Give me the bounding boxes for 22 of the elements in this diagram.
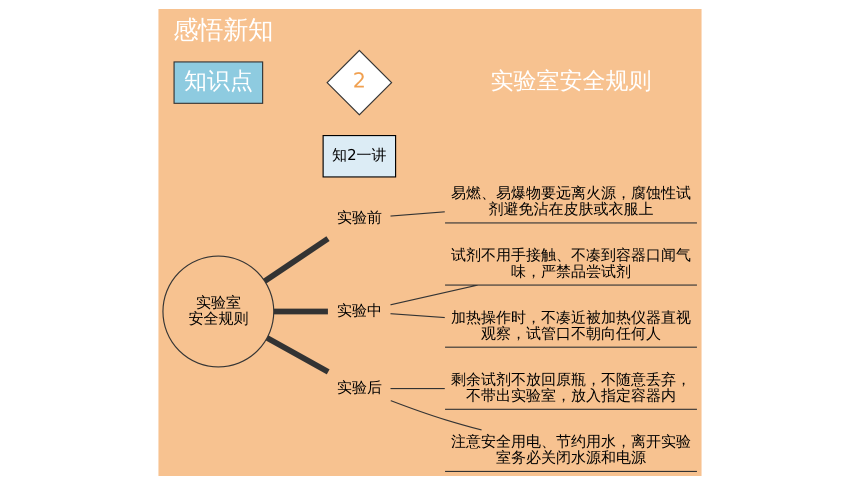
connector: [274, 308, 328, 314]
connector: [390, 400, 482, 430]
diagram-title: 感悟新知: [172, 14, 273, 44]
node-text: 加热操作时，不凑近被加热仪器直视观察，试管口不朝向任何人: [451, 308, 692, 342]
label: 知识点: [184, 68, 253, 94]
connector: [390, 388, 445, 389]
connector: [266, 335, 330, 374]
connector: [263, 236, 330, 283]
label: 实验室安全规则: [490, 68, 652, 94]
node-text: 实验中: [336, 300, 382, 319]
node-text: 易燃、易爆物要远离火源，腐蚀性试剂避免沾在皮肤或衣服上: [451, 184, 692, 218]
connector: [390, 312, 445, 318]
node-text: 注意安全用电、节约用水，离开实验室务必关闭水源和电源: [451, 432, 692, 466]
node-text: 实验前: [336, 208, 382, 226]
connector: [390, 284, 478, 305]
node-text: 剩余试剂不放回原瓶，不随意丢弃，不带出实验室，放入指定容器内: [451, 370, 692, 404]
connector: [390, 210, 445, 216]
label: 知2一讲: [332, 146, 387, 164]
node-circle: 实验室安全规则: [162, 255, 274, 367]
label: 2: [352, 68, 366, 92]
node-text: 实验后: [336, 378, 382, 396]
node-text: 试剂不用手接触、不凑到容器口闻气味，严禁品尝试剂: [451, 246, 692, 280]
